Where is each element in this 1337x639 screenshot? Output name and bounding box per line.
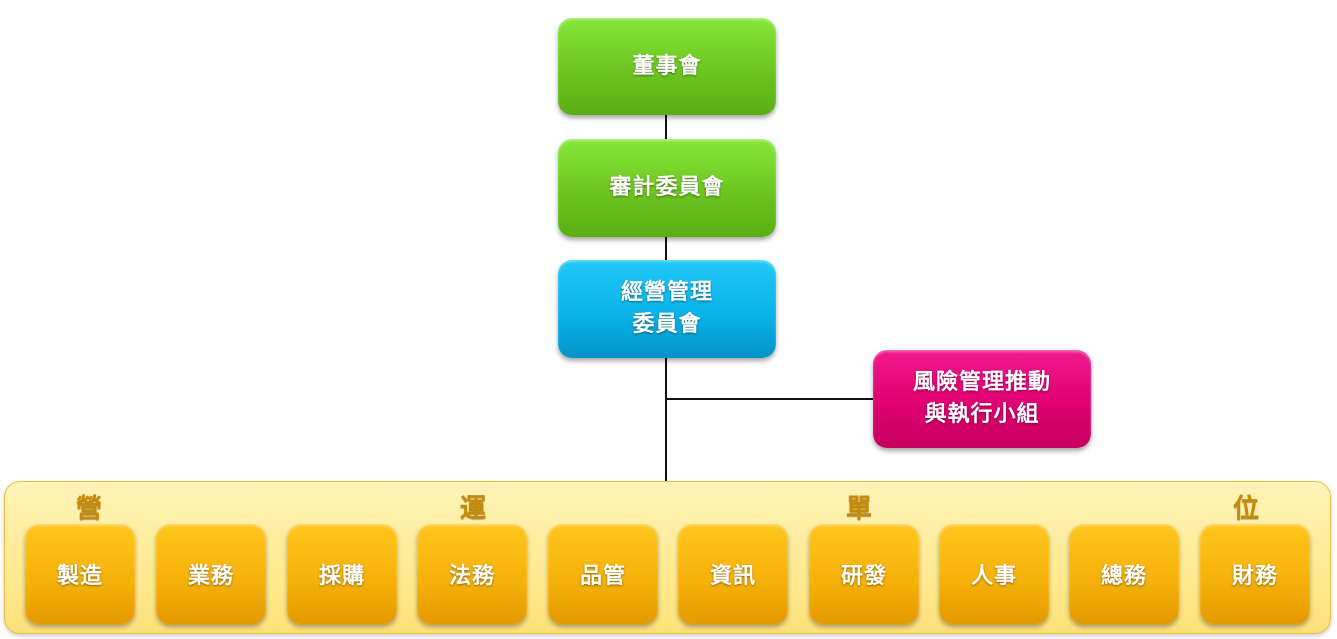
unit-manufacturing[interactable]: 製造 [25,524,135,624]
unit-label: 人事 [970,564,1017,589]
unit-label: 製造 [56,564,103,589]
unit-label: 資訊 [709,564,756,589]
unit-human-resources[interactable]: 人事 [939,524,1049,624]
unit-label: 業務 [187,564,234,589]
operating-units-heading-char-4: 位 [1233,494,1260,524]
unit-sales[interactable]: 業務 [156,524,266,624]
risk-group-label-line2: 與執行小組 [924,402,1040,427]
unit-label: 採購 [318,564,365,589]
unit-label: 法務 [448,564,495,589]
unit-label: 品管 [579,564,626,589]
unit-legal[interactable]: 法務 [417,524,527,624]
board-box[interactable]: 董事會 [558,18,776,115]
risk-group-label-line1: 風險管理推動 [912,370,1051,395]
unit-purchasing[interactable]: 採購 [287,524,397,624]
connector-management-units [665,358,667,482]
unit-rnd[interactable]: 研發 [809,524,919,624]
risk-group-box[interactable]: 風險管理推動 與執行小組 [873,350,1091,448]
board-label: 董事會 [632,53,702,79]
operating-units-heading-char-2: 運 [460,494,487,524]
audit-committee-label: 審計委員會 [609,175,725,200]
connector-audit-management [665,236,667,262]
unit-label: 總務 [1100,564,1147,589]
audit-committee-box[interactable]: 審計委員會 [558,139,776,237]
unit-finance[interactable]: 財務 [1200,524,1310,624]
operating-units-heading-char-1: 營 [76,494,103,524]
connector-risk-group [666,398,875,400]
management-committee-label-line1: 經營管理 [620,280,713,305]
unit-general-affairs[interactable]: 總務 [1069,524,1179,624]
management-committee-box[interactable]: 經營管理 委員會 [558,260,776,358]
unit-information[interactable]: 資訊 [678,524,788,624]
connector-board-audit [665,114,667,140]
management-committee-label-line2: 委員會 [632,312,702,337]
unit-quality-control[interactable]: 品管 [548,524,658,624]
operating-units-heading-char-3: 單 [846,494,873,524]
unit-label: 研發 [840,564,887,589]
unit-label: 財務 [1231,564,1278,589]
